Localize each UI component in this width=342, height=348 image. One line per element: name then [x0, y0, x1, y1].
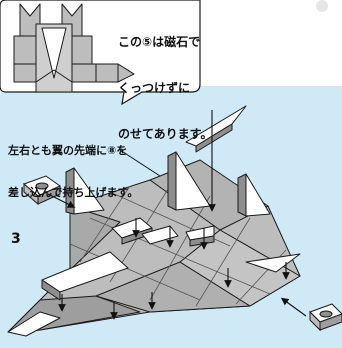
callout-left-line-1: 左右とも翼の先端に⑧を [8, 144, 128, 158]
callout-top: この⑤は磁石で くっつけずに のせてあります。 [118, 4, 212, 173]
corner-dot [316, 0, 328, 12]
step-number: 3 [11, 231, 21, 247]
callout-left: 左右とも翼の先端に⑧を 差し込んで持ち上げます。 [8, 116, 138, 229]
aircraft-assembly [7, 105, 301, 337]
callout-left-pointer [119, 149, 161, 177]
magnet-block-right [309, 303, 342, 332]
callout-top-line-1: この⑤は磁石で [118, 34, 201, 49]
callout-top-line-3: のせてあります。 [118, 126, 213, 141]
callout-top-line-2: くっつけずに [118, 80, 191, 95]
callout-left-line-2: 差し込んで持ち上げます。 [8, 186, 139, 200]
inset-bubble [0, 0, 201, 106]
arrows [47, 110, 307, 320]
